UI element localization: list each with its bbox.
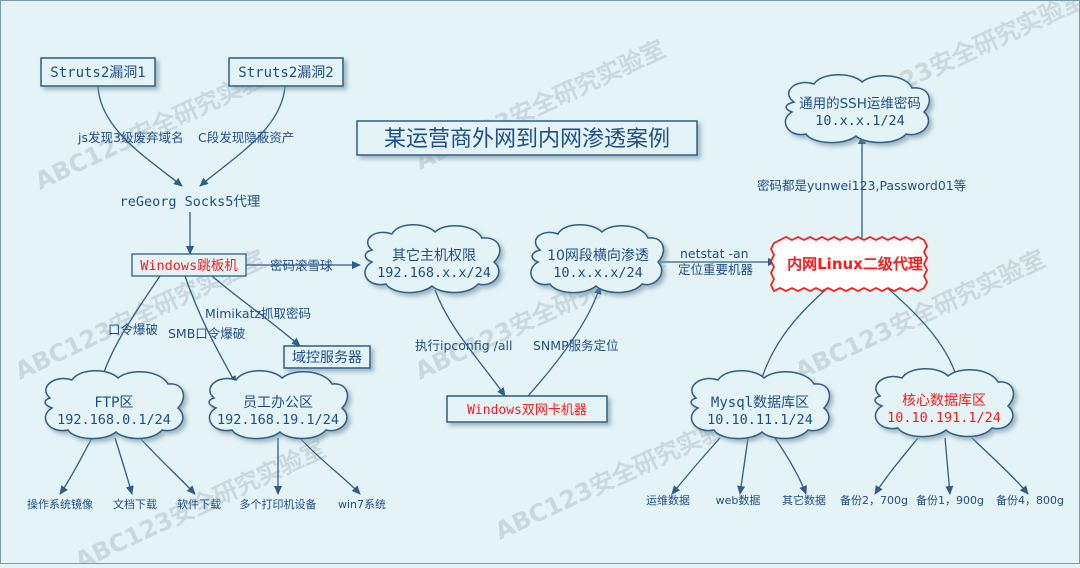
leaf-mysql-1: web数据 [716, 493, 761, 507]
edge-jump-domain [211, 275, 301, 347]
node-dual-nic: Windows双网卡机器 [446, 395, 608, 423]
edge-mysql-leaf [774, 437, 807, 495]
edge-core-leaf [971, 437, 1029, 495]
node-mysql-line1: Mysql数据库区 [711, 395, 809, 411]
node-lateral-line1: 10网段横向渗透 [547, 248, 649, 264]
edge-labels: js发现3级废弃域名 C段发现隐蔽资产 密码滚雪球 Mimikatz抓取密码 口… [77, 130, 966, 353]
leaf-mysql-2: 其它数据 [782, 493, 826, 507]
node-other-hosts-line2: 192.168.x.x/24 [377, 265, 491, 281]
label-mimikatz: Mimikatz抓取密码 [205, 306, 311, 321]
label-ipconfig: 执行ipconfig /all [415, 338, 512, 353]
edge-struts1-regeorg [97, 85, 183, 187]
edge-mysql-leaf [737, 437, 749, 495]
node-ftp [44, 370, 185, 440]
leaf-ftp-2: 软件下载 [177, 497, 221, 511]
node-office-line1: 员工办公区 [243, 395, 313, 411]
node-windows-jump: Windows跳板机 [131, 253, 247, 277]
leaf-office-1: win7系统 [338, 498, 386, 511]
label-snmp: SNMP服务定位 [533, 338, 619, 353]
node-ssh-password [784, 74, 931, 144]
edge-linux-mysql [758, 285, 831, 385]
node-core-db [874, 368, 1015, 438]
edge-struts2-regeorg [199, 85, 286, 187]
node-lateral-line2: 10.x.x.x/24 [553, 265, 642, 281]
node-struts1-label: Struts2漏洞1 [50, 65, 145, 81]
leaf-ftp-0: 操作系统镜像 [27, 497, 93, 511]
edge-core-leaf [944, 437, 954, 495]
node-ftp-line1: FTP区 [95, 395, 134, 411]
edges [59, 85, 1029, 495]
node-office [208, 370, 349, 440]
leaf-core-2: 备份4，800g [996, 493, 1064, 507]
node-ssh-line2: 10.x.x.1/24 [815, 113, 904, 129]
leaf-ftp-1: 文档下载 [113, 497, 157, 511]
label-smb-brute: SMB口令爆破 [168, 326, 245, 341]
page-title: 某运营商外网到内网渗透案例 [384, 127, 670, 152]
leaf-office-0: 多个打印机设备 [240, 497, 317, 511]
node-lateral [530, 224, 665, 294]
label-netstat-1: netstat -an [680, 246, 749, 261]
label-netstat-2: 定位重要机器 [678, 262, 754, 277]
edge-jump-office [184, 275, 237, 385]
label-js-discovery: js发现3级废弃域名 [77, 130, 183, 145]
edge-core-leaf [874, 437, 919, 495]
node-domain-server-label: 域控服务器 [292, 350, 362, 366]
node-domain-server: 域控服务器 [283, 345, 371, 369]
node-other-hosts [364, 224, 501, 294]
label-c-segment: C段发现隐蔽资产 [198, 130, 294, 145]
leaf-core-1: 备份1，900g [916, 493, 984, 507]
node-linux-proxy: 内网Linux二级代理 [769, 235, 929, 293]
node-office-line2: 192.168.19.1/24 [217, 412, 339, 428]
node-ftp-line2: 192.168.0.1/24 [57, 412, 171, 428]
label-password-snowball: 密码滚雪球 [270, 258, 333, 273]
edge-ftp-leaf [59, 437, 93, 495]
node-mysql [690, 370, 831, 440]
title-box: 某运营商外网到内网渗透案例 [356, 120, 698, 156]
node-ssh-line1: 通用的SSH运维密码 [799, 95, 921, 112]
node-windows-jump-label: Windows跳板机 [140, 258, 238, 274]
node-core-line2: 10.10.191.1/24 [887, 410, 1001, 426]
node-core-line1: 核心数据库区 [902, 393, 986, 409]
leaf-labels: 操作系统镜像 文档下载 软件下载 多个打印机设备 win7系统 运维数据 web… [27, 493, 1064, 511]
label-passwords-are: 密码都是yunwei123,Password01等 [757, 178, 966, 193]
label-password-brute: 口令爆破 [108, 322, 158, 337]
edge-otherhosts-dualnic [434, 289, 506, 397]
node-struts1: Struts2漏洞1 [40, 57, 156, 87]
node-linux-proxy-label: 内网Linux二级代理 [787, 255, 923, 273]
clouds [44, 74, 1015, 440]
leaf-mysql-0: 运维数据 [646, 493, 690, 507]
node-regeorg: reGeorg Socks5代理 [120, 194, 261, 210]
node-struts2-label: Struts2漏洞2 [238, 65, 333, 81]
edge-ftp-leaf [139, 437, 196, 495]
edge-dualnic-lateral [527, 285, 602, 397]
cloud-texts: 其它主机权限 192.168.x.x/24 10网段横向渗透 10.x.x.x/… [57, 95, 1001, 428]
node-mysql-line2: 10.10.11.1/24 [707, 412, 813, 428]
node-other-hosts-line1: 其它主机权限 [392, 247, 476, 264]
edge-office-leaf [299, 437, 361, 495]
node-dual-nic-label: Windows双网卡机器 [467, 403, 587, 418]
node-struts2: Struts2漏洞2 [228, 57, 344, 87]
leaf-core-0: 备份2，700g [840, 493, 908, 507]
edge-ftp-leaf [114, 437, 134, 495]
edge-mysql-leaf [671, 437, 721, 495]
